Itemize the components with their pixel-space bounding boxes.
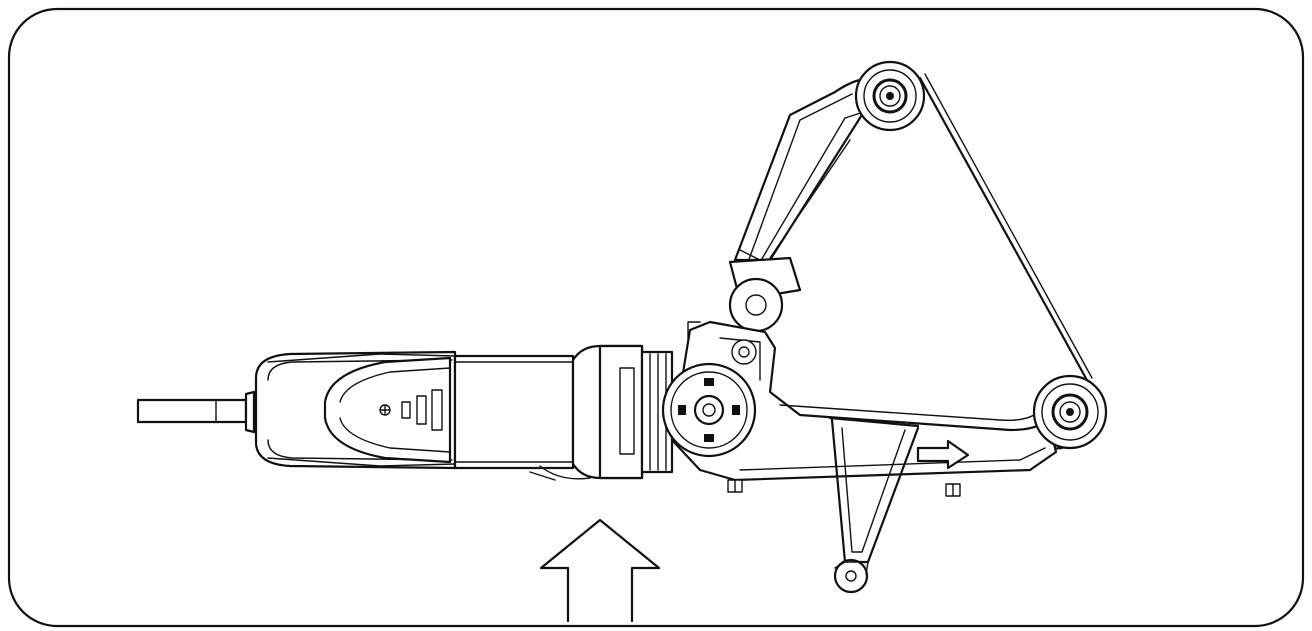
support-bracket (828, 416, 920, 594)
angle-grinder (136, 344, 674, 481)
panel-border (7, 7, 1305, 628)
drive-wheel (661, 362, 757, 458)
power-switch (379, 389, 443, 431)
frame-screws (727, 479, 961, 497)
tension-arm (728, 78, 871, 333)
rear-housing (254, 350, 457, 470)
power-cord (136, 390, 256, 434)
insertion-direction-arrow (539, 518, 661, 623)
gear-housing-collar (529, 344, 674, 481)
motor-housing (453, 354, 575, 470)
bottom-idler-wheel (1032, 374, 1108, 450)
top-idler-wheel (854, 60, 926, 132)
belt-attachment (661, 60, 1108, 594)
belt-direction-arrow (916, 439, 970, 470)
